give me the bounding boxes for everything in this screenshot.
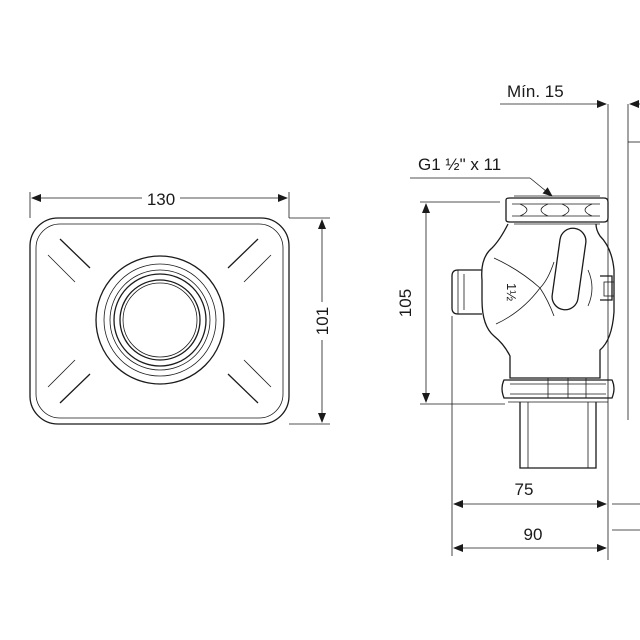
valve-height-dimension: 105 [396, 201, 505, 405]
bottom-sleeve [519, 402, 597, 469]
size-marking: 1½ [504, 283, 519, 301]
thread-label: G1 ½" x 11 [418, 155, 501, 174]
height-dimension: 101 [289, 217, 332, 425]
depth-label-90: 90 [524, 525, 543, 544]
width-dimension: 130 [29, 188, 290, 218]
left-inlet-nipple [451, 269, 482, 315]
valve-body [481, 223, 615, 379]
plate-bevel-marks [47, 238, 272, 404]
top-hex-nut [505, 195, 609, 225]
thread-callout: G1 ½" x 11 [410, 155, 553, 197]
side-view: Mín. 15 G1 ½" x 11 105 [396, 82, 640, 560]
depth-label-75: 75 [515, 480, 534, 499]
valve-height-label: 105 [396, 289, 415, 317]
min-dimension: Mín. 15 [500, 82, 640, 143]
min-label: Mín. 15 [507, 82, 564, 101]
depth-dimension-75: 75 [451, 316, 640, 556]
width-label: 130 [147, 190, 175, 209]
front-view: 130 101 [29, 188, 332, 425]
depth-dimension-90: 90 [453, 525, 640, 552]
height-label: 101 [313, 307, 332, 335]
lower-union-nut [501, 378, 615, 403]
outlet-circles [95, 255, 225, 385]
plate-outline [29, 217, 290, 425]
plate-inner-edge [35, 223, 284, 419]
